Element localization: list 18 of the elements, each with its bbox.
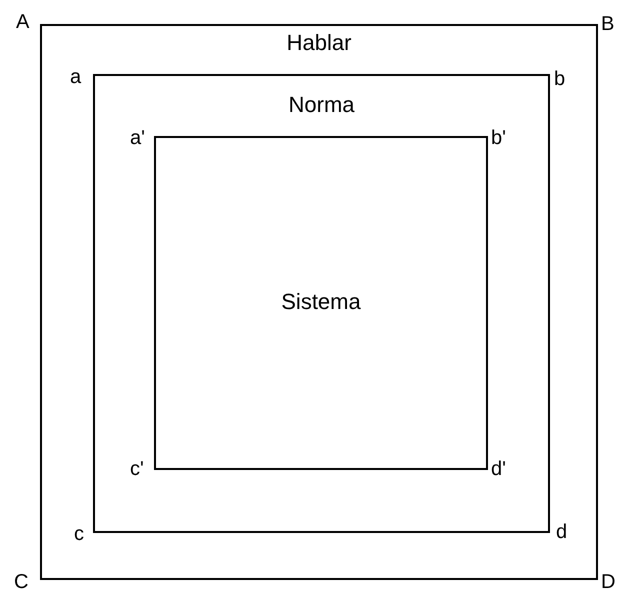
square-box [154,136,488,470]
square-box [40,24,598,580]
corner-letter: C [14,572,28,592]
corner-letter: B [601,14,614,34]
corner-letter: a [70,67,82,87]
corner-letter: d' [491,459,506,479]
corner-letter: c [74,524,84,544]
corner-letter: a' [130,128,145,148]
box-title: Norma [288,92,354,118]
square-box [93,74,550,533]
corner-letter: b [554,69,566,89]
corner-letter: c' [130,459,144,479]
corner-letter: b' [491,128,506,148]
corner-letter: D [601,572,616,592]
box-title: Hablar [286,30,352,56]
corner-letter: A [16,12,30,32]
box-title: Sistema [281,289,361,315]
corner-letter: d [556,522,568,542]
